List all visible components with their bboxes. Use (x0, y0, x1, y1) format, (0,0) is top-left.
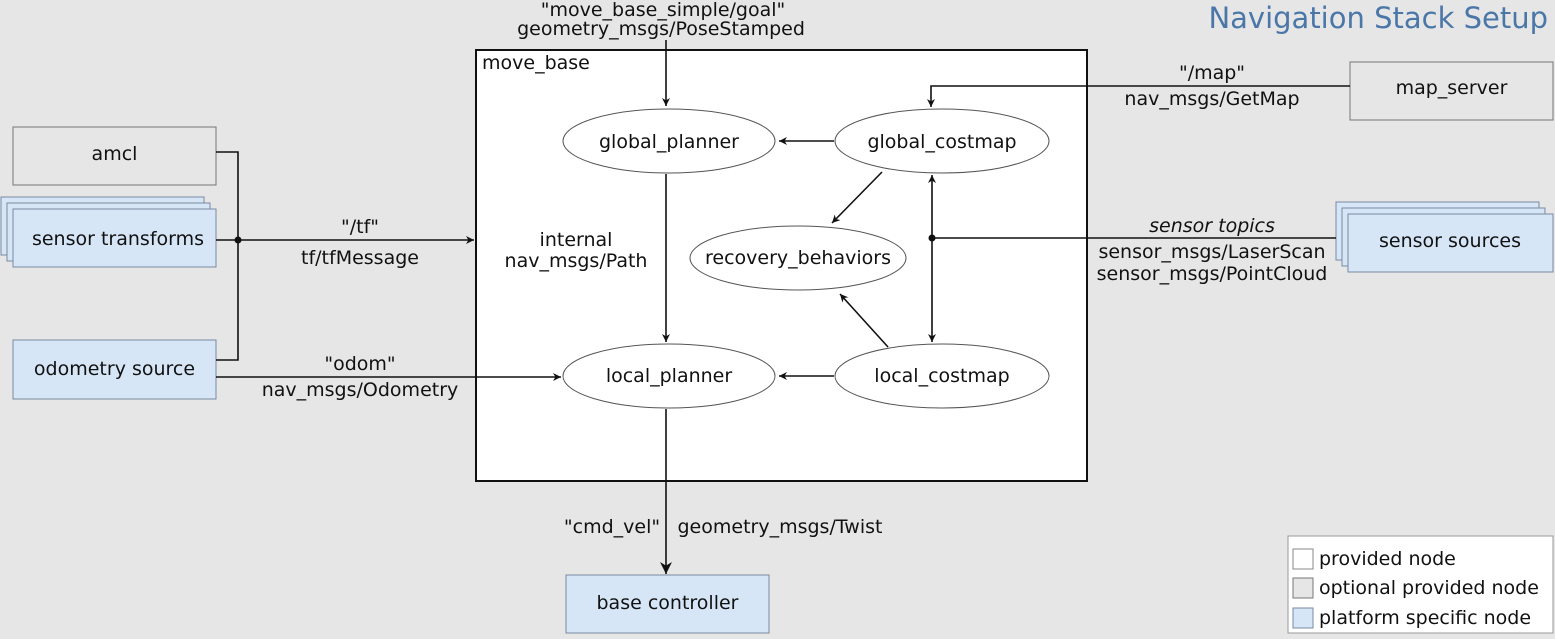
tf-type-label: tf/tfMessage (301, 247, 419, 269)
local-planner-label: local_planner (606, 365, 733, 387)
amcl-node: amcl (12, 126, 217, 186)
page-title: Navigation Stack Setup (1208, 1, 1548, 35)
odom-type-label: nav_msgs/Odometry (262, 379, 459, 401)
legend-swatch-provided (1292, 548, 1314, 570)
legend-swatch-optional (1292, 577, 1314, 599)
base-controller-node: base controller (565, 574, 770, 634)
internal-label: internal (540, 229, 613, 251)
global-costmap-label: global_costmap (867, 131, 1016, 153)
legend: provided node optional provided node pla… (1287, 535, 1554, 634)
local-costmap-label: local_costmap (874, 365, 1009, 387)
sensor-type1-label: sensor_msgs/LaserScan (1098, 241, 1325, 263)
legend-provided-label: provided node (1319, 548, 1456, 570)
tf-junction-dot (234, 236, 242, 244)
global-costmap-to-recovery-edge (831, 171, 883, 224)
sensor-transforms-node: sensor transforms (0, 196, 217, 268)
sensor-sources-node: sensor sources (1335, 201, 1554, 273)
local-costmap-to-recovery-edge (839, 293, 889, 348)
tf-topic-label: "/tf" (341, 216, 379, 238)
sensor-transforms-label: sensor transforms (32, 228, 204, 250)
map-topic-label: "/map" (1179, 62, 1245, 84)
move-base-label: move_base (482, 52, 590, 74)
goal-type-label: geometry_msgs/PoseStamped (517, 18, 805, 40)
legend-swatch-platform (1292, 607, 1314, 629)
local-planner-node: local_planner (562, 343, 776, 409)
cmd-vel-type-label: geometry_msgs/Twist (678, 516, 883, 538)
map-edge (927, 85, 1350, 107)
legend-optional-label: optional provided node (1319, 577, 1539, 599)
sensor-type2-label: sensor_msgs/PointCloud (1097, 263, 1328, 285)
sensor-sources-label: sensor sources (1379, 230, 1521, 252)
recovery-behaviors-node: recovery_behaviors (689, 225, 907, 291)
cmd-vel-topic-label: "cmd_vel" (564, 516, 660, 538)
odometry-source-label: odometry source (34, 358, 195, 380)
tf-bracket-line (216, 151, 239, 361)
internal-path-label: nav_msgs/Path (505, 250, 648, 272)
goal-topic-label: "move_base_simple/goal" (541, 0, 786, 21)
odom-topic-label: "odom" (324, 353, 395, 375)
local-costmap-node: local_costmap (834, 343, 1050, 409)
global-planner-node: global_planner (562, 108, 776, 174)
recovery-behaviors-label: recovery_behaviors (705, 247, 891, 269)
global-costmap-node: global_costmap (834, 108, 1050, 174)
base-controller-label: base controller (597, 592, 739, 614)
map-type-label: nav_msgs/GetMap (1124, 88, 1299, 110)
sensor-topics-label: sensor topics (1149, 215, 1275, 237)
legend-platform-label: platform specific node (1319, 607, 1531, 629)
global-planner-label: global_planner (599, 131, 739, 153)
odometry-source-node: odometry source (12, 339, 217, 400)
map-server-label: map_server (1396, 77, 1508, 99)
legend-box (1287, 535, 1554, 634)
map-server-node: map_server (1349, 61, 1554, 121)
amcl-label: amcl (92, 143, 138, 165)
